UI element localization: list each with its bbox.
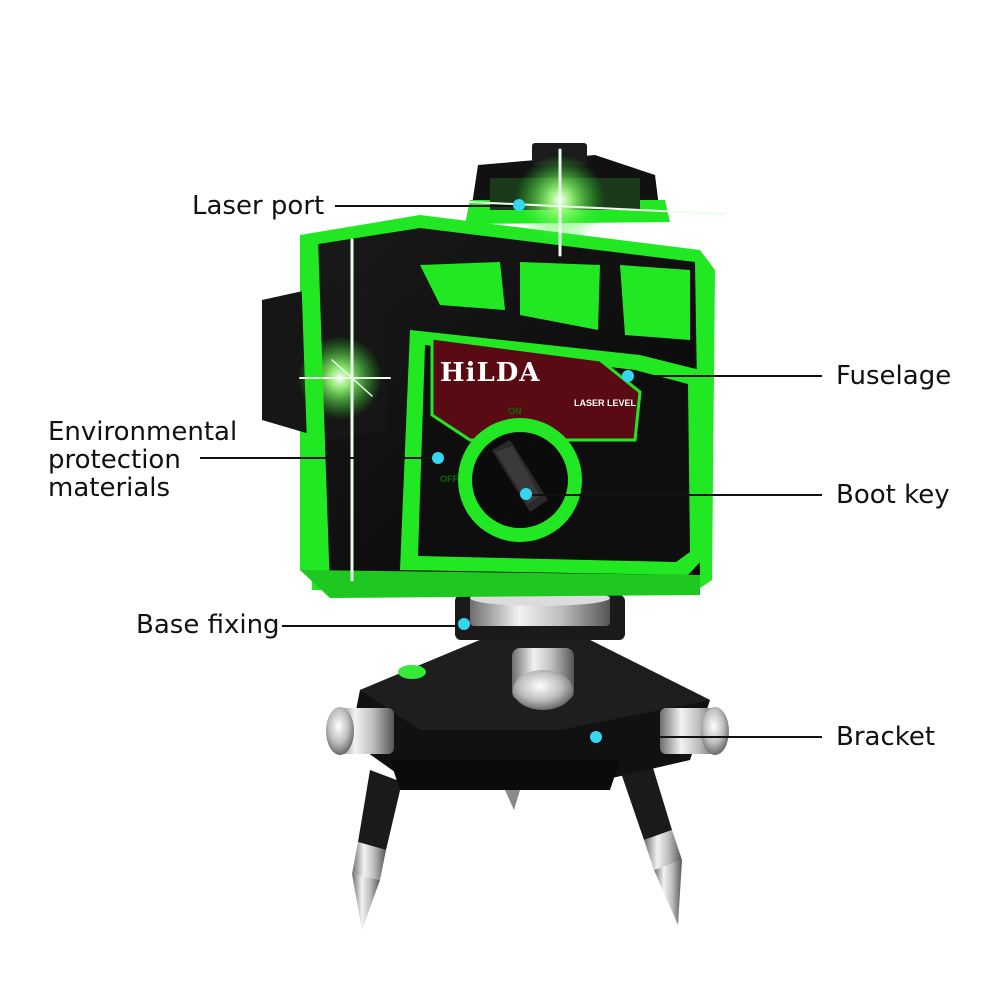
bracket-label: Bracket — [836, 722, 936, 752]
callout-dots — [432, 199, 634, 743]
leader-lines — [200, 205, 822, 738]
base-fixing-dot — [458, 618, 470, 630]
boot-key-dial — [458, 418, 582, 542]
base-fixing-label: Base fixing — [136, 610, 280, 640]
brand-panel — [430, 336, 642, 442]
environmental-dot — [432, 452, 444, 464]
brand-logo-text: HiLDA — [440, 358, 541, 388]
switch-off-label: OFF — [440, 474, 458, 484]
laser-port-label: Laser port — [192, 191, 325, 221]
environmental-line-2: protection — [48, 445, 181, 475]
bracket-legs — [352, 758, 682, 930]
bracket-base — [350, 640, 710, 790]
laser-port-dot — [513, 199, 525, 211]
fuselage-dot — [622, 370, 634, 382]
bracket-knobs — [326, 648, 729, 755]
laser-level-label: LASER LEVEL — [574, 398, 637, 408]
laser-rays — [299, 148, 726, 582]
base-fixing-collar — [455, 590, 625, 640]
environmental-protection-label: Environmental protection materials — [48, 418, 237, 502]
fuselage-label: Fuselage — [836, 361, 952, 391]
boot-key-label: Boot key — [836, 480, 950, 510]
environmental-line-3: materials — [48, 473, 171, 503]
bracket-dot — [590, 731, 602, 743]
environmental-line-1: Environmental — [48, 417, 238, 447]
boot-key-dot — [520, 488, 532, 500]
switch-on-label: ON — [508, 406, 522, 416]
